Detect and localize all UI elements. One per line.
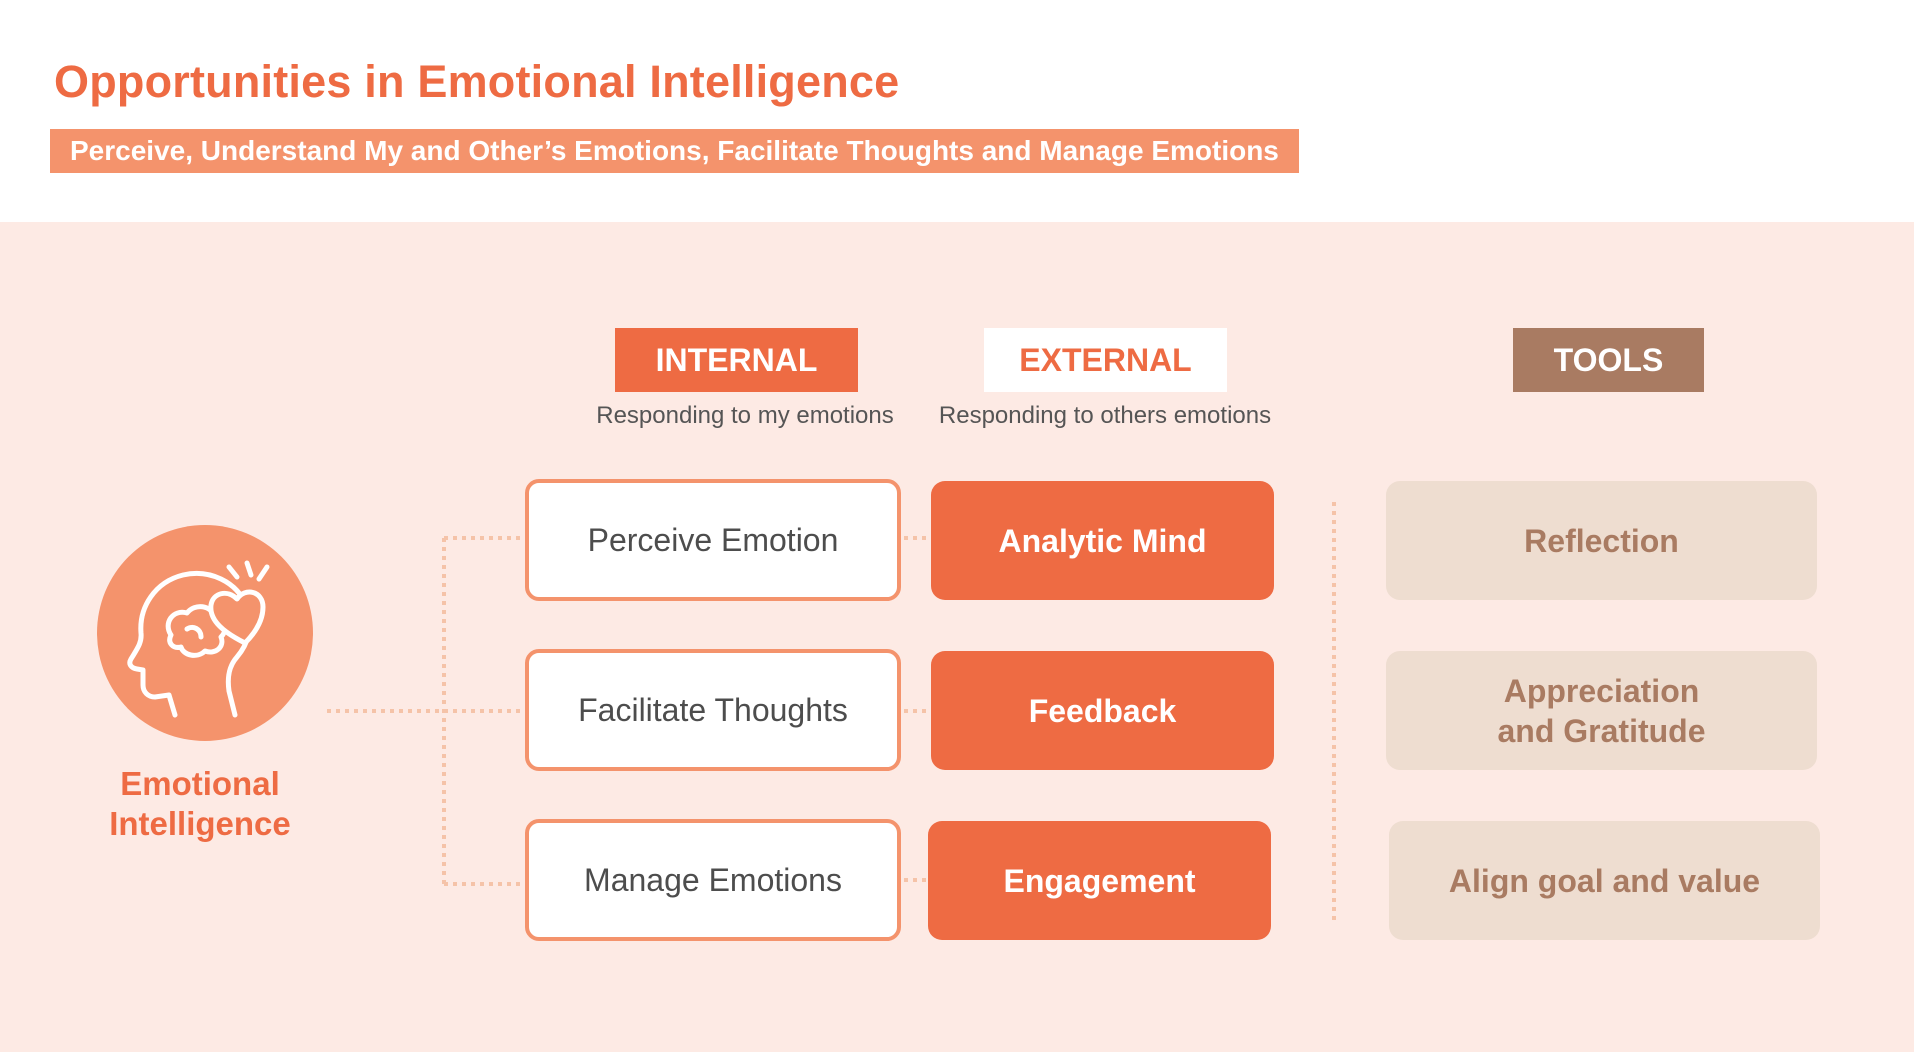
page-title: Opportunities in Emotional Intelligence — [54, 56, 900, 107]
page-subtitle: Perceive, Understand My and Other’s Emot… — [50, 129, 1299, 173]
emotional-intelligence-circle — [97, 525, 313, 741]
tool-item-appreciation-line2: and Gratitude — [1497, 712, 1706, 749]
external-header: EXTERNAL — [984, 328, 1227, 392]
tool-item-reflection: Reflection — [1386, 481, 1817, 600]
external-item-engagement: Engagement — [928, 821, 1271, 940]
internal-item-facilitate-thoughts: Facilitate Thoughts — [525, 649, 901, 771]
tool-item-align-goal-text: Align goal and value — [1448, 862, 1761, 899]
ei-label-line1: Emotional — [120, 765, 280, 802]
external-item-feedback: Feedback — [931, 651, 1274, 770]
tool-item-reflection-text: Reflection — [1524, 522, 1679, 559]
internal-header: INTERNAL — [615, 328, 858, 392]
tool-item-appreciation-line1: Appreciation — [1503, 672, 1700, 709]
tool-item-appreciation: Appreciation and Gratitude — [1386, 651, 1817, 770]
emotional-intelligence-label: Emotional Intelligence — [80, 764, 320, 844]
internal-item-manage-emotions: Manage Emotions — [525, 819, 901, 941]
header: Opportunities in Emotional Intelligence … — [0, 0, 1914, 222]
tools-header: TOOLS — [1513, 328, 1704, 392]
internal-item-perceive-emotion: Perceive Emotion — [525, 479, 901, 601]
head-heart-icon — [127, 560, 270, 718]
tool-item-align-goal: Align goal and value — [1389, 821, 1820, 940]
external-subheader: Responding to others emotions — [938, 402, 1272, 429]
ei-label-line2: Intelligence — [109, 805, 291, 842]
internal-subheader: Responding to my emotions — [596, 402, 894, 429]
external-item-analytic-mind: Analytic Mind — [931, 481, 1274, 600]
